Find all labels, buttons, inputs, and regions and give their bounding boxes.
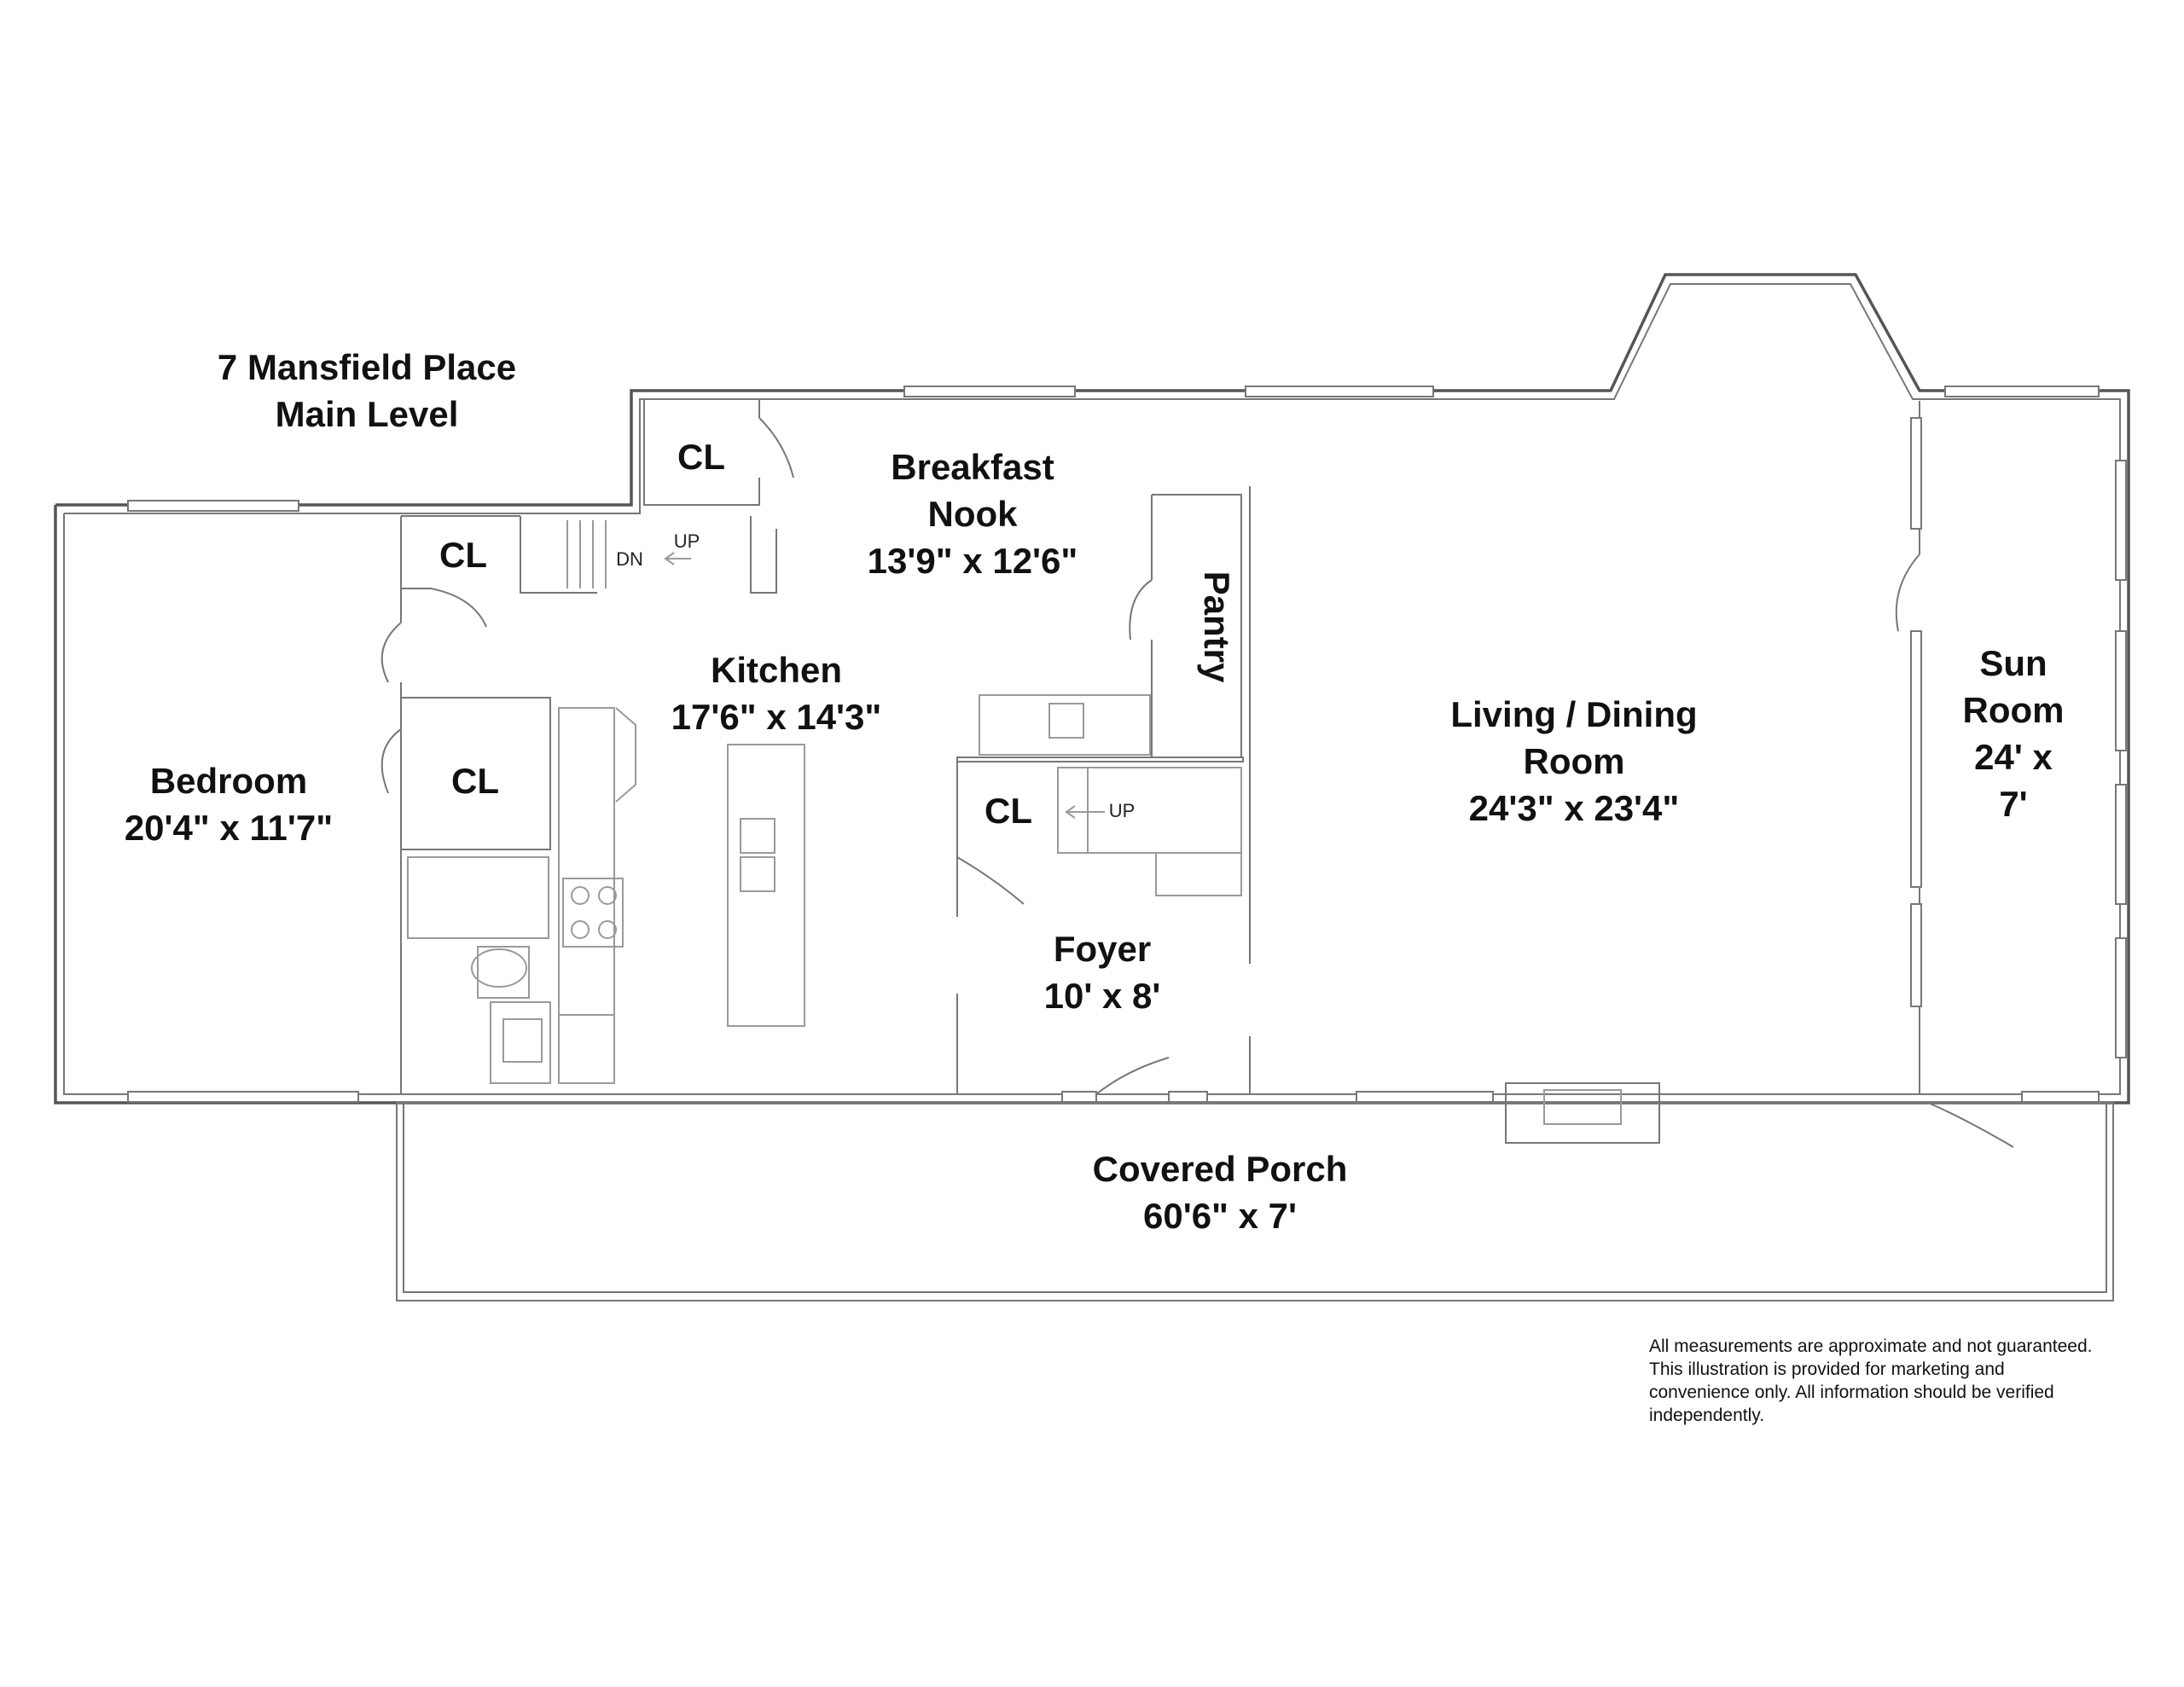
room-kitchen-dims: 17'6" x 14'3" xyxy=(671,697,882,737)
stair-arrows xyxy=(566,520,1105,819)
interior-walls xyxy=(400,399,1922,1144)
plan-title-line2: Main Level xyxy=(276,394,459,434)
doors xyxy=(380,417,2014,1148)
covered-porch-outline xyxy=(396,1102,2114,1301)
room-bedroom-name: Bedroom xyxy=(150,761,307,801)
room-foyer-name: Foyer xyxy=(1054,929,1151,969)
room-pantry-name: Pantry xyxy=(1197,571,1237,683)
room-sun-room-name2: Room xyxy=(1963,690,2065,730)
room-covered-porch-name: Covered Porch xyxy=(1093,1149,1348,1189)
room-sun-room-dims1: 24' x xyxy=(1974,737,2053,777)
stair-label-up-foyer: UP xyxy=(1109,800,1136,821)
closet-label-upper-left: CL xyxy=(439,535,487,575)
closet-label-foyer: CL xyxy=(985,791,1032,831)
stair-label-up-top: UP xyxy=(674,530,700,552)
room-sun-room-dims2: 7' xyxy=(1999,784,2027,824)
room-breakfast-nook-name2: Nook xyxy=(928,494,1019,534)
disclaimer-text: All measurements are approximate and not… xyxy=(1649,1336,2093,1425)
room-living-dining-name2: Room xyxy=(1524,741,1625,781)
windows xyxy=(127,386,2127,1103)
closet-label-top: CL xyxy=(677,437,725,477)
closet-label-middle-left: CL xyxy=(451,761,499,801)
room-breakfast-nook-name1: Breakfast xyxy=(891,447,1054,487)
room-breakfast-nook-dims: 13'9" x 12'6" xyxy=(868,541,1078,581)
room-foyer-dims: 10' x 8' xyxy=(1044,976,1161,1016)
room-bedroom-dims: 20'4" x 11'7" xyxy=(125,808,333,848)
room-covered-porch-dims: 60'6" x 7' xyxy=(1143,1196,1297,1236)
plan-title-line1: 7 Mansfield Place xyxy=(218,347,516,387)
stair-label-down: DN xyxy=(616,548,643,570)
room-kitchen-name: Kitchen xyxy=(711,650,842,690)
room-living-dining-dims: 24'3" x 23'4" xyxy=(1469,788,1680,828)
room-living-dining-name1: Living / Dining xyxy=(1450,694,1697,734)
room-sun-room-name1: Sun xyxy=(1979,643,2047,683)
